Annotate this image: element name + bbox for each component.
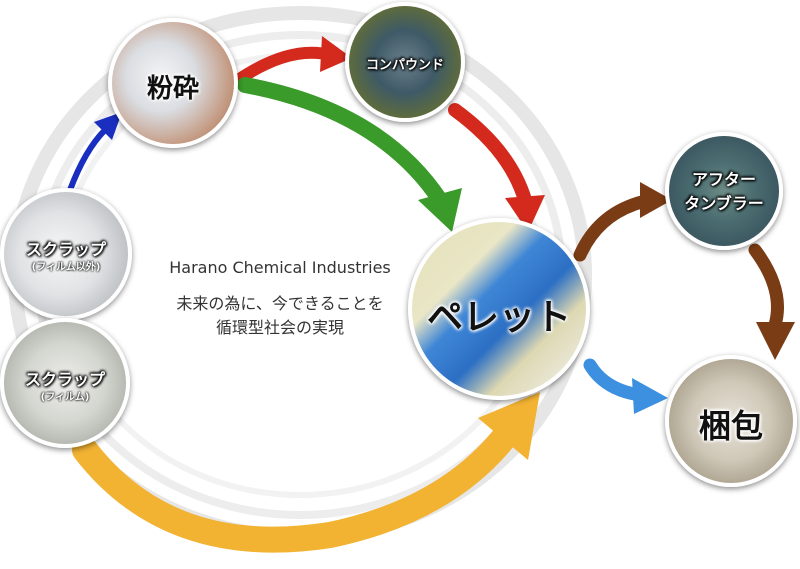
arrow-scrap-to-crushing	[67, 127, 108, 193]
crushing-label: 粉砕	[146, 74, 199, 104]
scrap-film-sub: (フィルム)	[40, 392, 90, 403]
arrow-head-scrap-film-to-pellet	[478, 392, 540, 460]
node-packing: 梱包	[665, 355, 797, 487]
arrow-head-crushing-to-pellet	[418, 188, 462, 232]
after-tumbler-label-1: アフター	[691, 170, 756, 189]
arrow-head-scrap-to-crushing	[94, 112, 122, 140]
scrap-non-film-label: スクラップ	[25, 240, 106, 259]
arrow-tumbler-to-packing	[748, 243, 784, 332]
node-scrap-film: スクラップ (フィルム)	[0, 318, 130, 448]
packing-label: 梱包	[698, 407, 763, 445]
node-scrap-non-film: スクラップ (フィルム以外)	[0, 188, 132, 320]
arrow-compound-to-pellet	[448, 103, 532, 207]
arrow-head-tumbler-to-packing	[756, 322, 795, 360]
scrap-film-label: スクラップ	[24, 370, 105, 389]
after-tumbler-label-2: タンブラー	[684, 194, 764, 213]
arrow-pellet-to-tumbler	[573, 193, 657, 262]
slogan-line-2: 循環型社会の実現	[215, 318, 344, 337]
arrow-head-compound-to-pellet	[505, 195, 545, 232]
node-pellet: ペレット	[408, 218, 590, 400]
node-after-tumbler: アフター タンブラー	[665, 132, 783, 250]
arrow-head-pellet-to-tumbler	[640, 182, 672, 218]
compound-label: コンパウンド	[365, 58, 444, 73]
arrow-head-crushing-to-compound	[320, 36, 352, 72]
slogan-line-1: 未来の為に、今できることを	[176, 294, 384, 313]
arrow-crushing-to-pellet	[237, 77, 448, 208]
arrow-head-pellet-to-packing	[632, 378, 668, 414]
scrap-non-film-sub: (フィルム以外)	[31, 262, 101, 273]
arrow-scrap-film-to-pellet	[72, 417, 523, 553]
node-compound: コンパウンド	[345, 2, 465, 122]
pellet-label: ペレット	[426, 297, 571, 338]
company-name: Harano Chemical Industries	[169, 258, 391, 277]
node-crushing: 粉砕	[108, 18, 238, 148]
